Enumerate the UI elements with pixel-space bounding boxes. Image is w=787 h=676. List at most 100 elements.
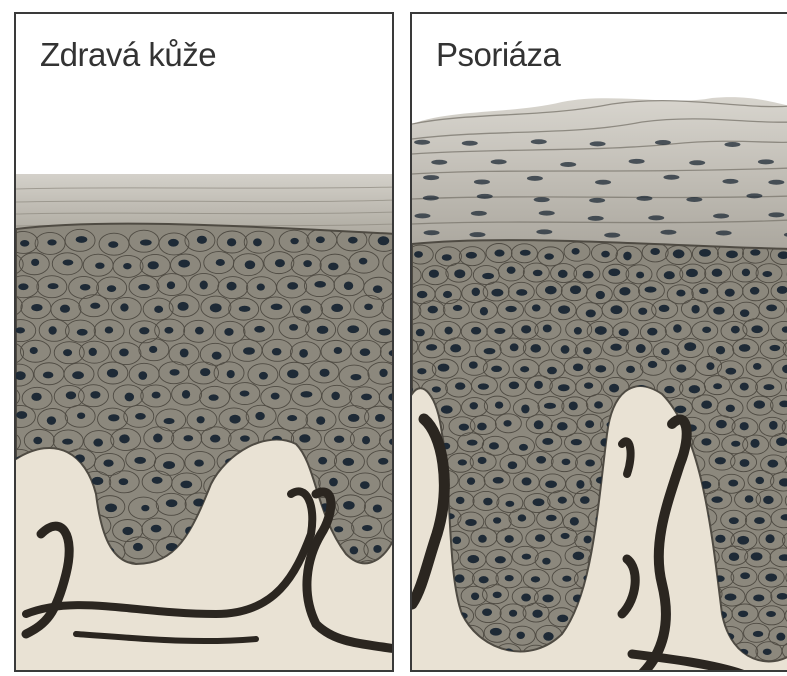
cell-nucleus bbox=[740, 422, 749, 430]
cell-nucleus bbox=[166, 499, 178, 507]
cell-nucleus bbox=[586, 310, 596, 318]
psoriasis-panel: Psoriáza bbox=[410, 12, 787, 672]
cell-nucleus bbox=[491, 289, 503, 297]
cell-nucleus bbox=[316, 416, 325, 424]
cell-nucleus bbox=[60, 305, 70, 313]
cell-nucleus bbox=[210, 303, 222, 312]
cell-nucleus bbox=[713, 383, 722, 389]
cell-nucleus bbox=[373, 504, 382, 512]
cell-nucleus bbox=[320, 369, 330, 377]
healthy-skin-illustration bbox=[16, 14, 394, 672]
cell-nucleus bbox=[290, 238, 298, 244]
cell-nucleus bbox=[240, 435, 250, 441]
cell-nucleus bbox=[572, 248, 580, 255]
cell-nucleus bbox=[428, 306, 438, 314]
cell-nucleus bbox=[645, 286, 657, 292]
cell-nucleus bbox=[432, 386, 441, 392]
cell-nucleus bbox=[331, 392, 339, 401]
cell-nucleus bbox=[43, 372, 54, 379]
cell-nucleus bbox=[375, 414, 385, 422]
retained-nucleus bbox=[590, 141, 606, 146]
cell-nucleus bbox=[152, 392, 161, 399]
cell-nucleus bbox=[316, 236, 325, 243]
cell-nucleus bbox=[729, 552, 739, 561]
cell-nucleus bbox=[753, 594, 764, 601]
cell-nucleus bbox=[442, 254, 452, 261]
cell-nucleus bbox=[197, 416, 205, 423]
cell-nucleus bbox=[229, 415, 240, 424]
cell-nucleus bbox=[48, 283, 59, 289]
cell-nucleus bbox=[153, 434, 162, 443]
cell-nucleus bbox=[558, 497, 567, 504]
cell-nucleus bbox=[533, 270, 543, 276]
cell-nucleus bbox=[584, 536, 592, 544]
retained-nucleus bbox=[462, 141, 478, 146]
cell-nucleus bbox=[360, 481, 370, 489]
cell-nucleus bbox=[729, 517, 739, 524]
cell-nucleus bbox=[503, 420, 511, 427]
retained-nucleus bbox=[713, 213, 729, 218]
cell-nucleus bbox=[154, 306, 163, 313]
cell-nucleus bbox=[183, 435, 193, 441]
cell-nucleus bbox=[543, 325, 552, 333]
cell-nucleus bbox=[535, 534, 545, 542]
cell-nucleus bbox=[505, 575, 514, 581]
cell-nucleus bbox=[253, 238, 262, 246]
cell-nucleus bbox=[676, 290, 685, 297]
cell-nucleus bbox=[750, 439, 759, 448]
retained-nucleus bbox=[636, 196, 652, 201]
cell-nucleus bbox=[478, 535, 487, 543]
retained-nucleus bbox=[431, 160, 447, 165]
cell-nucleus bbox=[20, 240, 29, 247]
cell-nucleus bbox=[239, 306, 251, 312]
cell-nucleus bbox=[510, 343, 519, 351]
cell-nucleus bbox=[595, 326, 607, 335]
cell-nucleus bbox=[609, 384, 619, 393]
retained-nucleus bbox=[686, 197, 702, 202]
cell-nucleus bbox=[728, 480, 738, 487]
cell-nucleus bbox=[77, 329, 88, 336]
cell-nucleus bbox=[200, 368, 210, 376]
cell-nucleus bbox=[661, 348, 670, 355]
cell-nucleus bbox=[558, 270, 568, 278]
cell-nucleus bbox=[16, 411, 27, 419]
cell-nucleus bbox=[751, 325, 762, 333]
cell-nucleus bbox=[89, 348, 97, 356]
cell-nucleus bbox=[350, 546, 359, 554]
cell-nucleus bbox=[561, 345, 570, 354]
cell-nucleus bbox=[517, 632, 525, 639]
cell-nucleus bbox=[520, 366, 529, 372]
cell-nucleus bbox=[595, 365, 606, 372]
cell-nucleus bbox=[178, 260, 190, 268]
cell-nucleus bbox=[584, 382, 593, 389]
cell-nucleus bbox=[31, 393, 41, 401]
cell-nucleus bbox=[359, 258, 367, 265]
retained-nucleus bbox=[414, 140, 430, 145]
cell-nucleus bbox=[676, 364, 686, 372]
cell-nucleus bbox=[754, 400, 765, 408]
cell-nucleus bbox=[164, 327, 173, 334]
cell-nucleus bbox=[245, 260, 255, 269]
cell-nucleus bbox=[459, 424, 469, 431]
retained-nucleus bbox=[660, 230, 676, 235]
cell-nucleus bbox=[583, 271, 594, 279]
cell-nucleus bbox=[414, 251, 423, 258]
cell-nucleus bbox=[300, 305, 311, 313]
cell-nucleus bbox=[509, 610, 517, 617]
cell-nucleus bbox=[301, 391, 313, 397]
cell-nucleus bbox=[737, 536, 749, 545]
cell-nucleus bbox=[547, 367, 557, 374]
cell-nucleus bbox=[521, 594, 531, 602]
cell-nucleus bbox=[443, 291, 452, 298]
cell-nucleus bbox=[168, 239, 179, 247]
cell-nucleus bbox=[684, 342, 696, 351]
cell-nucleus bbox=[317, 326, 328, 334]
cell-nucleus bbox=[725, 594, 737, 601]
cell-nucleus bbox=[472, 288, 480, 297]
cell-nucleus bbox=[489, 442, 499, 449]
cell-nucleus bbox=[271, 304, 283, 310]
cell-nucleus bbox=[765, 573, 777, 581]
cell-nucleus bbox=[638, 308, 647, 315]
cell-nucleus bbox=[66, 391, 76, 399]
cell-nucleus bbox=[90, 303, 100, 309]
